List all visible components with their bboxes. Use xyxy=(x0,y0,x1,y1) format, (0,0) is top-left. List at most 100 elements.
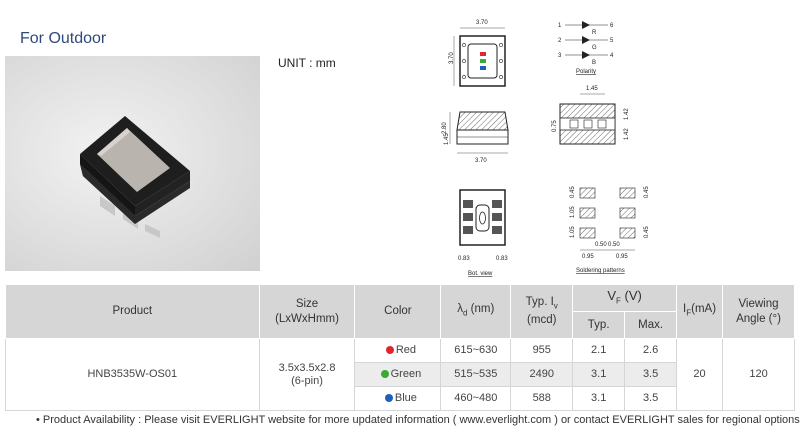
side-label-b: 1.42 xyxy=(624,108,630,120)
header-viewing-label2: Angle (°) xyxy=(736,312,781,325)
side-label-c: 1.42 xyxy=(624,128,630,140)
header-if-unit: (mA) xyxy=(691,303,717,316)
header-vf: VF (V) xyxy=(572,284,678,312)
header-wavelength-symbol: λ xyxy=(457,303,464,316)
header-viewing-angle: Viewing Angle (°) xyxy=(722,284,795,339)
dimension-drawings: 3.70 3.70 1 2 3 6 5 4 R G B Polarity xyxy=(442,20,650,277)
bot-view-caption: Bot. view xyxy=(468,271,493,277)
if-value: 20 xyxy=(676,338,724,411)
wavelength-blue: 460~480 xyxy=(440,386,512,411)
header-typ-iv-unit: (mcd) xyxy=(527,314,557,327)
side-top-label: 1.45 xyxy=(586,86,598,92)
solder-label-h: 0.50 xyxy=(595,242,607,248)
table-row: HNB3535W-OS01 3.5x3.5x2.8 (6-pin) Red 61… xyxy=(5,338,795,411)
pin-letter-b: B xyxy=(592,60,596,66)
table-row: Blue 460~480 588 3.1 3.5 xyxy=(6,386,795,411)
header-typ-iv: Typ. Iv (mcd) xyxy=(510,284,574,339)
header-color: Color xyxy=(354,284,442,339)
wavelength-red: 615~630 xyxy=(440,338,512,363)
header-if: IF(mA) xyxy=(676,284,724,339)
solder-label-f: 0.95 xyxy=(582,254,594,260)
solder-label-d: 0.45 xyxy=(644,226,650,238)
side-label-a: 0.75 xyxy=(552,120,558,132)
header-size-label: Size xyxy=(295,297,319,310)
vf-max-green: 3.5 xyxy=(624,362,678,387)
color-name-blue: Blue xyxy=(394,392,417,404)
header-size: Size (LxWxHmm) xyxy=(258,284,356,339)
bot-label-left: 0.83 xyxy=(458,256,470,262)
solder-label-c: 1.05 xyxy=(570,206,576,218)
bot-label-right: 0.83 xyxy=(496,256,508,262)
wavelength-green: 515~535 xyxy=(440,362,512,387)
pin-number-5: 5 xyxy=(610,38,614,44)
header-typ-iv-sub: v xyxy=(553,301,558,311)
header-vf-symbol: V xyxy=(607,287,617,303)
header-typ-iv-label: Typ. I xyxy=(525,295,554,308)
header-if-symbol: I xyxy=(683,303,687,316)
header-vf-typ: Typ. xyxy=(572,311,626,339)
solder-label-b: 0.45 xyxy=(644,186,650,198)
product-size: 3.5x3.5x2.8 (6-pin) xyxy=(258,338,356,411)
product-photo xyxy=(5,56,260,271)
solder-label-i: 0.50 xyxy=(608,242,620,248)
color-cell-green: Green xyxy=(354,362,442,387)
section-title: For Outdoor xyxy=(20,30,107,47)
color-name-green: Green xyxy=(390,368,422,380)
pin-number-3: 3 xyxy=(558,53,562,59)
header-if-sub: F xyxy=(686,308,692,318)
color-name-red: Red xyxy=(395,344,416,356)
soldering-pattern: 0.45 1.05 1.05 0.45 0.45 0.50 0.50 0.95 … xyxy=(570,186,650,274)
top-width-label: 3.70 xyxy=(476,20,488,26)
vf-typ-red: 2.1 xyxy=(572,338,626,363)
top-view: 3.70 3.70 xyxy=(449,20,506,87)
blue-dot-icon xyxy=(384,394,393,402)
side-view: 1.45 0.75 1.42 1.42 xyxy=(552,86,630,145)
soldering-caption: Soldering patterns xyxy=(576,268,625,274)
side-height-label: 3.70 xyxy=(449,52,455,64)
header-viewing-label: Viewing xyxy=(738,297,779,310)
front-view: 2.80 1.45 3.70 xyxy=(442,111,509,164)
header-vf-sub: F xyxy=(616,296,621,306)
header-wavelength: λd (nm) xyxy=(440,284,512,339)
header-vf-max: Max. xyxy=(624,311,678,339)
polarity-diagram: 1 2 3 6 5 4 R G B Polarity xyxy=(558,21,614,75)
red-dot-icon xyxy=(385,346,394,354)
solder-label-a: 0.45 xyxy=(570,186,576,198)
unit-label: UNIT : mm xyxy=(278,56,336,70)
front-height-label: 2.80 xyxy=(442,122,448,134)
polarity-caption: Polarity xyxy=(576,69,596,75)
front-width-label: 3.70 xyxy=(475,158,487,164)
vf-max-red: 2.6 xyxy=(624,338,678,363)
front-base-label: 1.45 xyxy=(444,133,450,145)
product-size-line1: 3.5x3.5x2.8 xyxy=(278,361,336,374)
viewing-angle-value: 120 xyxy=(722,338,795,411)
green-dot-icon xyxy=(380,370,389,378)
iv-blue: 588 xyxy=(510,386,574,411)
color-cell-red: Red xyxy=(354,338,442,363)
bottom-view: 0.83 0.83 Bot. view xyxy=(458,189,508,277)
color-cell-blue: Blue xyxy=(354,386,442,411)
pin-number-4: 4 xyxy=(610,53,614,59)
product-name: HNB3535W-OS01 xyxy=(5,338,260,411)
header-product: Product xyxy=(5,284,260,339)
header-vf-unit: (V) xyxy=(620,287,642,303)
iv-red: 955 xyxy=(510,338,574,363)
availability-footnote: • Product Availability : Please visit EV… xyxy=(36,414,800,426)
spec-table: Product Size (LxWxHmm) Color λd (nm) Typ… xyxy=(5,284,795,411)
vf-typ-green: 3.1 xyxy=(572,362,626,387)
product-size-line2: (6-pin) xyxy=(291,374,323,387)
iv-green: 2490 xyxy=(510,362,574,387)
header-wavelength-sub: d xyxy=(463,308,468,318)
solder-label-e: 1.05 xyxy=(570,226,576,238)
pin-number-1: 1 xyxy=(558,23,562,29)
header-wavelength-unit: (nm) xyxy=(467,303,495,316)
pin-number-2: 2 xyxy=(558,38,562,44)
pin-number-6: 6 xyxy=(610,23,614,29)
header-size-sub: (LxWxHmm) xyxy=(275,312,339,325)
vf-typ-blue: 3.1 xyxy=(572,386,626,411)
pin-letter-g: G xyxy=(592,45,597,51)
vf-max-blue: 3.5 xyxy=(624,386,678,411)
led-package-illustration xyxy=(80,116,190,238)
pin-letter-r: R xyxy=(592,30,597,36)
solder-label-g: 0.95 xyxy=(616,254,628,260)
